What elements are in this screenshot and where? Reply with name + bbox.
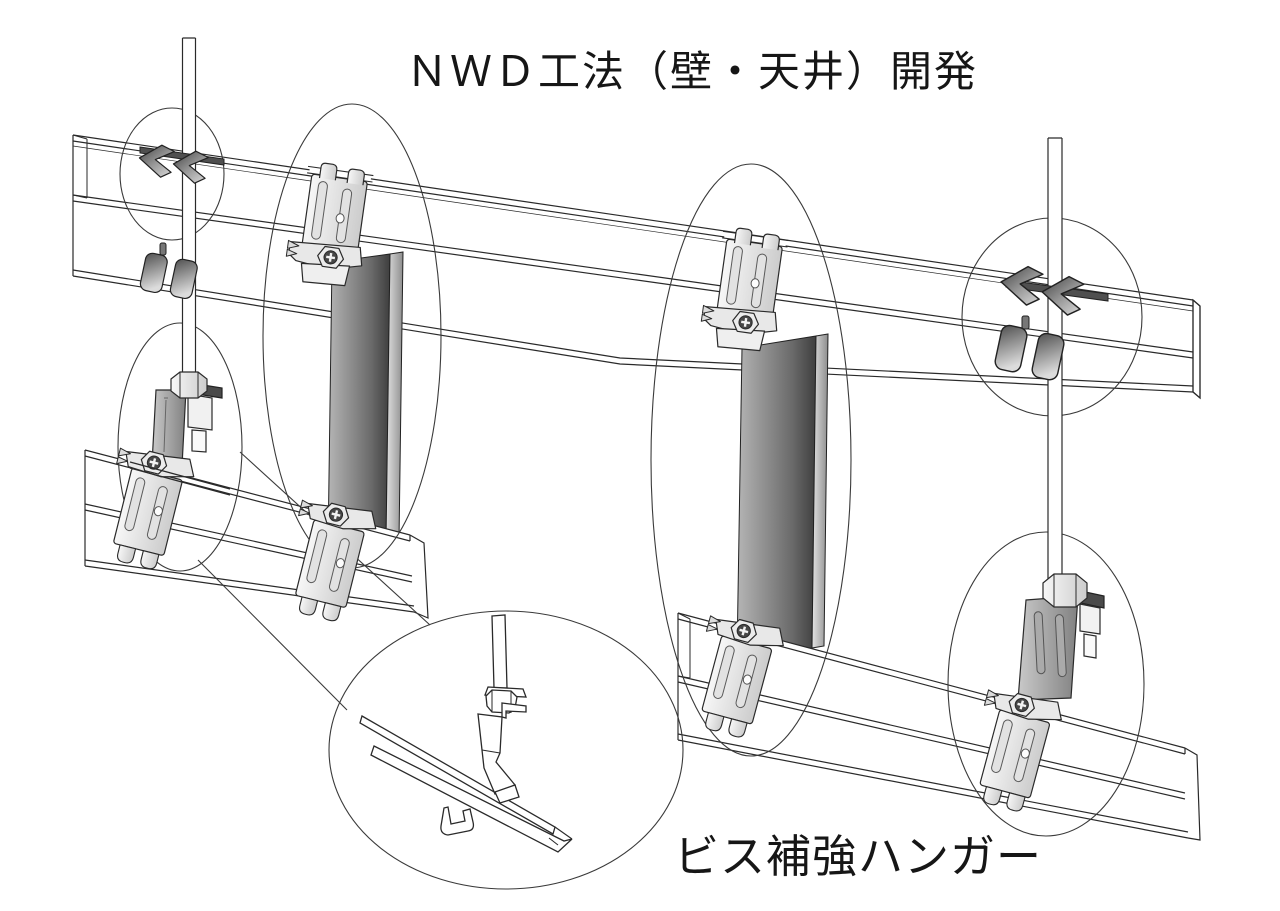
callout-ellipse-top-left <box>119 107 225 241</box>
channel-flange-overlap <box>129 461 231 496</box>
hex-nut-left <box>170 371 208 399</box>
foot-clips-left <box>138 242 200 301</box>
detail-circle <box>328 610 684 890</box>
callout-ellipse-mid-left <box>117 322 243 572</box>
callout-ellipse-stud-center <box>650 163 852 757</box>
detail-bracket <box>477 713 520 804</box>
wall-channel-right <box>677 612 1201 841</box>
detail-channel <box>359 715 573 853</box>
foot-clips-right <box>992 315 1067 382</box>
chevron-clips-left <box>137 142 225 185</box>
detail-ear <box>501 702 527 719</box>
hanger-rod-left <box>181 37 197 376</box>
diagram-title: ＮＷＤ工法（壁・天井）開発 <box>406 47 978 96</box>
detail-rod <box>491 614 508 689</box>
chevron-clips-right <box>998 263 1109 318</box>
stud-center <box>736 333 829 657</box>
diagram-caption: ビス補強ハンガー <box>674 830 1042 883</box>
ceiling-channel <box>72 134 1201 400</box>
stud-left <box>327 251 404 549</box>
hanger-arm-right <box>1017 589 1105 701</box>
detail-clip <box>440 806 475 836</box>
detail-view <box>359 614 573 853</box>
callout-ellipse-bottom-right <box>947 531 1145 837</box>
hex-nut-right <box>1042 573 1088 608</box>
